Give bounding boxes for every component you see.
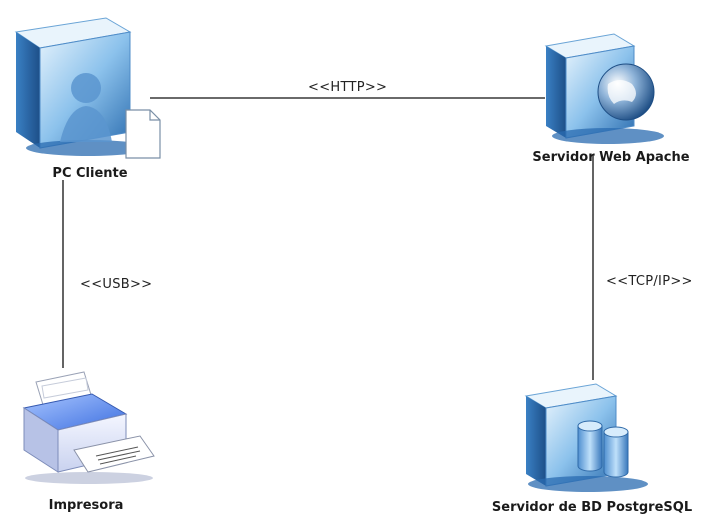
client-pc-icon xyxy=(14,17,161,159)
printer-label: Impresora xyxy=(48,498,124,513)
tcpip-connection-label: <<TCP/IP>> xyxy=(606,274,693,289)
db-server-label: Servidor de BD PostgreSQL xyxy=(491,500,693,515)
web-server-label: Servidor Web Apache xyxy=(532,150,690,165)
http-connection-label: <<HTTP>> xyxy=(308,80,388,95)
pc-client-label: PC Cliente xyxy=(52,166,128,181)
database-server-icon xyxy=(524,383,648,492)
web-server-icon xyxy=(544,33,664,144)
printer-icon xyxy=(22,371,155,484)
usb-connection-label: <<USB>> xyxy=(80,277,153,292)
